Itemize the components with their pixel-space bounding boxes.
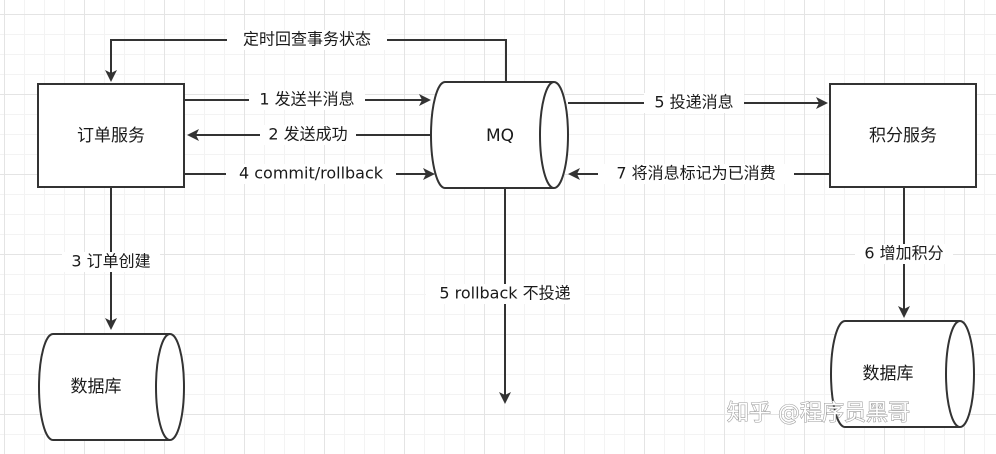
edge-check-status: 定时回查事务状态: [105, 30, 507, 82]
edge-create-order: 3 订单创建: [62, 188, 160, 330]
edge-rollback-no-deliver: 5 rollback 不投递: [426, 188, 584, 404]
edge-commit-rollback: 4 commit/rollback: [185, 164, 435, 184]
edge-send-half: 1 发送半消息: [185, 90, 431, 110]
mq-label: MQ: [486, 126, 514, 146]
db-right-node: 数据库: [830, 320, 975, 428]
watermark: 知乎 @程序员黑哥: [727, 401, 910, 426]
edge-label-deliver: 5 投递消息: [654, 93, 733, 112]
order-service-label: 订单服务: [77, 126, 145, 146]
edge-send-success: 2 发送成功: [187, 125, 432, 145]
edge-label-send-half: 1 发送半消息: [259, 90, 354, 109]
edge-label-commit-rollback: 4 commit/rollback: [239, 164, 384, 183]
edge-label-add-points: 6 增加积分: [864, 244, 943, 263]
edge-add-points: 6 增加积分: [855, 188, 953, 318]
mq-node: MQ: [430, 81, 569, 189]
points-service-node: 积分服务: [829, 83, 977, 188]
db-left-node: 数据库: [38, 333, 185, 441]
edge-label-create-order: 3 订单创建: [71, 252, 150, 271]
points-service-label: 积分服务: [869, 126, 937, 146]
edge-deliver: 5 投递消息: [568, 93, 828, 113]
order-service-node: 订单服务: [37, 83, 185, 188]
db-right-label: 数据库: [863, 364, 914, 384]
edge-label-check-status: 定时回查事务状态: [243, 30, 371, 49]
edge-label-send-success: 2 发送成功: [268, 125, 347, 144]
edge-label-mark-consumed: 7 将消息标记为已消费: [616, 164, 775, 183]
db-left-label: 数据库: [71, 377, 122, 397]
edge-label-rollback-no-deliver: 5 rollback 不投递: [439, 284, 570, 303]
edge-mark-consumed: 7 将消息标记为已消费: [568, 164, 830, 184]
